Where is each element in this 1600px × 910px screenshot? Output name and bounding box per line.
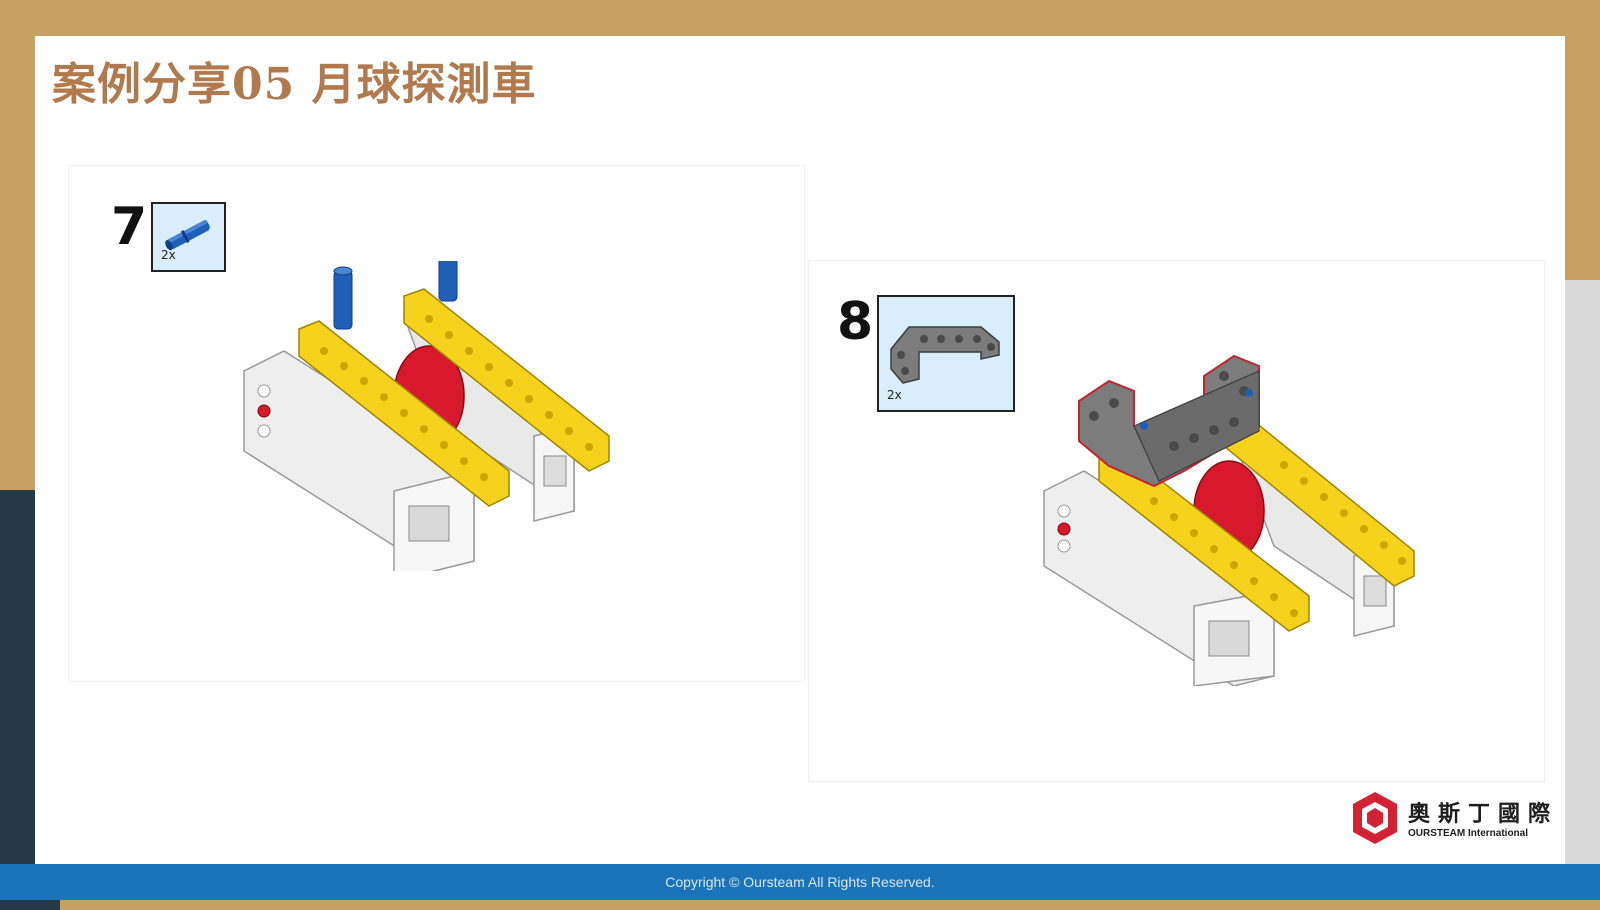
gray-frame-beam-icon: [890, 326, 1000, 384]
logo-english-name: OURSTEAM International: [1408, 828, 1529, 839]
parts-callout: 2x: [877, 295, 1015, 412]
parts-callout: 2x: [151, 202, 226, 272]
hexagon-logo-icon: [1353, 792, 1397, 844]
step-7-assembly-illustration: [243, 261, 610, 571]
copyright-text: Copyright © Oursteam All Rights Reserved…: [665, 874, 935, 890]
step-7-panel: 7 2x: [68, 165, 805, 682]
footer-bar: Copyright © Oursteam All Rights Reserved…: [0, 864, 1600, 900]
step-number: 7: [111, 197, 148, 257]
logo-chinese-name: 奧斯丁國際: [1408, 802, 1559, 827]
parts-quantity: 2x: [887, 388, 902, 402]
parts-quantity: 2x: [161, 248, 176, 262]
step-8-panel: 8 2x: [808, 260, 1545, 782]
slide-title: 案例分享05 月球探測車: [52, 59, 537, 110]
step-8-assembly-illustration: [1043, 354, 1415, 686]
company-logo: 奧斯丁國際 OURSTEAM International: [1350, 790, 1550, 850]
step-number: 8: [837, 292, 874, 352]
blue-axle-pin-icon: [165, 219, 210, 251]
